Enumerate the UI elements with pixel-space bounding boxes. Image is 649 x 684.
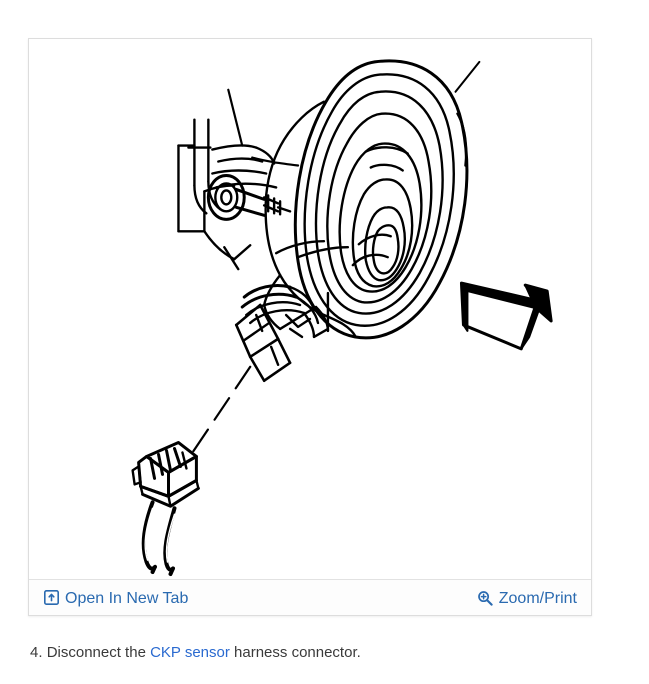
harness-wires-highlight xyxy=(144,507,176,563)
zoom-print-label: Zoom/Print xyxy=(498,589,577,607)
caption-text-after: harness connector. xyxy=(234,644,361,661)
crankshaft-pulley-part xyxy=(293,59,481,340)
ckp-sensor-body-part xyxy=(234,284,330,383)
figure-card: Open In New Tab Zoom/Print xyxy=(28,38,592,616)
mounting-bracket-part xyxy=(177,88,278,271)
figure-caption: 4. Disconnect the CKP sensor harness con… xyxy=(30,643,610,663)
open-in-new-tab-label: Open In New Tab xyxy=(65,589,189,607)
caption-text-before: Disconnect the xyxy=(46,644,146,661)
ckp-sensor-diagram xyxy=(131,59,553,577)
bracket-bolt-part xyxy=(206,173,292,221)
ckp-sensor-link[interactable]: CKP sensor xyxy=(150,644,230,661)
open-in-new-tab-icon xyxy=(43,590,59,606)
caption-step-number: 4. xyxy=(30,644,43,661)
leader-line-part xyxy=(187,365,252,460)
harness-wires-part xyxy=(141,500,177,577)
figure-toolbar: Open In New Tab Zoom/Print xyxy=(29,579,591,615)
harness-connector-part xyxy=(131,441,200,508)
callout-arrow-part xyxy=(459,281,553,351)
magnifier-plus-icon xyxy=(477,590,493,606)
open-in-new-tab-button[interactable]: Open In New Tab xyxy=(43,590,188,606)
figure-image[interactable] xyxy=(29,39,591,579)
zoom-print-button[interactable]: Zoom/Print xyxy=(477,590,577,606)
